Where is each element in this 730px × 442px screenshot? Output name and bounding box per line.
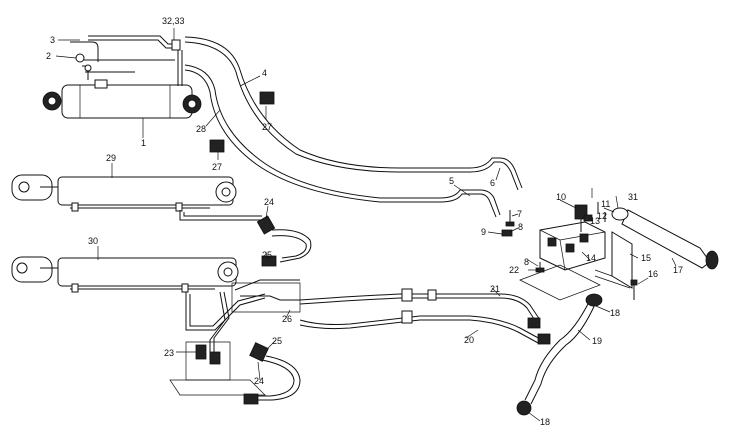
clamp-31 [611,207,629,221]
label-6: 6 [490,178,495,188]
control-valve-14 [539,204,606,271]
label-4: 4 [262,68,267,78]
hose-17 [621,209,719,270]
assembly-outline [169,282,301,396]
label-19: 19 [592,336,602,346]
label-22: 22 [509,265,519,275]
label-2: 2 [46,51,51,61]
label-24b: 24 [254,376,264,386]
fitting-27-top [259,91,275,120]
label-7: 7 [517,209,522,219]
hose-19 [516,293,603,416]
cylinder-1 [42,79,202,119]
small-fittings [501,202,606,273]
label-31: 31 [628,192,638,202]
leader-lines [55,28,677,422]
hose-20-21 [299,288,551,345]
label-17: 17 [673,265,683,275]
bolt-16 [630,279,638,300]
fitting-2-3 [70,41,175,80]
label-16: 16 [648,269,658,279]
label-29: 29 [106,153,116,163]
label-24a: 24 [264,197,274,207]
label-25a: 25 [262,250,272,260]
tube-32-33 [88,35,183,86]
label-13: 13 [590,216,600,226]
label-1: 1 [141,138,146,148]
fitting-24-25-lower [243,342,301,405]
tube-30-bottom [185,279,300,365]
label-10: 10 [556,192,566,202]
label-28: 28 [196,124,206,134]
label-15: 15 [641,253,651,263]
label-11: 11 [601,199,610,209]
label-8a: 8 [518,222,523,232]
label-3: 3 [50,35,55,45]
bracket-15 [519,231,633,301]
label-21: 21 [490,284,500,294]
cylinder-29 [11,174,237,212]
label-32-33: 32,33 [162,16,185,26]
label-14: 14 [586,253,596,263]
label-25b: 25 [272,336,282,346]
label-9: 9 [481,227,486,237]
hose-28-5 [184,64,501,218]
label-30: 30 [88,236,98,246]
fitting-27-mid [209,139,225,160]
label-5: 5 [449,176,454,186]
label-18a: 18 [610,308,620,318]
tube-29-right [179,210,312,267]
label-20: 20 [464,335,474,345]
label-27a: 27 [262,122,272,132]
hose-4 [184,36,523,191]
label-12: 12 [597,211,607,221]
label-8b: 8 [524,257,529,267]
label-18b: 18 [540,417,550,427]
label-26: 26 [282,314,292,324]
part-labels: 1 2 3 32,33 4 5 6 7 8 8 9 10 11 12 13 14… [46,16,683,427]
label-27b: 27 [212,162,222,172]
label-23: 23 [164,348,174,358]
cylinder-30 [11,256,239,293]
